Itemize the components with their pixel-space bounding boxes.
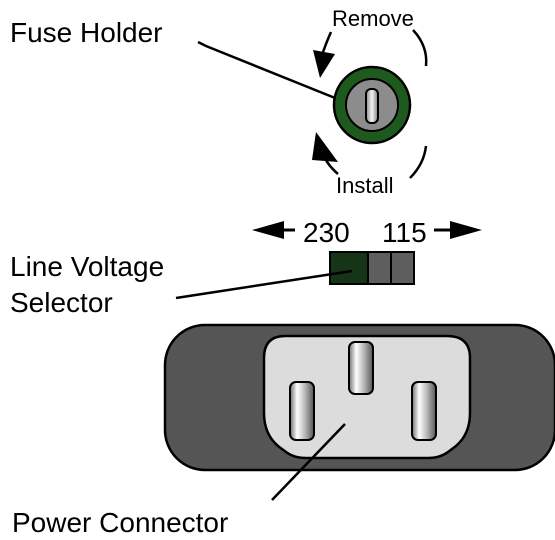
left-arrow-icon — [252, 221, 284, 239]
line-voltage-label-line2: Selector — [10, 287, 113, 318]
voltage-230-label: 230 — [303, 217, 350, 248]
remove-label: Remove — [332, 6, 414, 31]
power-connector[interactable] — [163, 323, 555, 472]
fuse-holder-leader-line — [197, 40, 341, 102]
right-pin — [411, 381, 437, 441]
remove-arc-right — [412, 29, 428, 67]
install-arc-right — [409, 145, 428, 179]
line-voltage-leader-line — [175, 269, 353, 300]
fuse-slot-icon — [365, 88, 379, 124]
switch-230-position[interactable] — [329, 251, 369, 285]
right-arrow-icon — [450, 221, 482, 239]
fuse-holder-label: Fuse Holder — [10, 17, 163, 48]
install-arrow-icon — [312, 132, 338, 162]
remove-arrow-icon — [313, 50, 335, 78]
switch-115-position-a[interactable] — [367, 251, 392, 285]
line-voltage-selector-switch[interactable] — [329, 251, 415, 285]
power-connector-leader-line — [271, 423, 346, 501]
switch-115-position-b[interactable] — [390, 251, 415, 285]
ground-pin — [348, 341, 374, 395]
left-pin — [289, 381, 315, 441]
power-connector-label: Power Connector — [12, 507, 228, 538]
install-label: Install — [336, 173, 393, 198]
voltage-115-label: 115 — [382, 217, 427, 248]
line-voltage-label-line1: Line Voltage — [10, 251, 164, 282]
fuse-holder[interactable] — [332, 65, 412, 145]
